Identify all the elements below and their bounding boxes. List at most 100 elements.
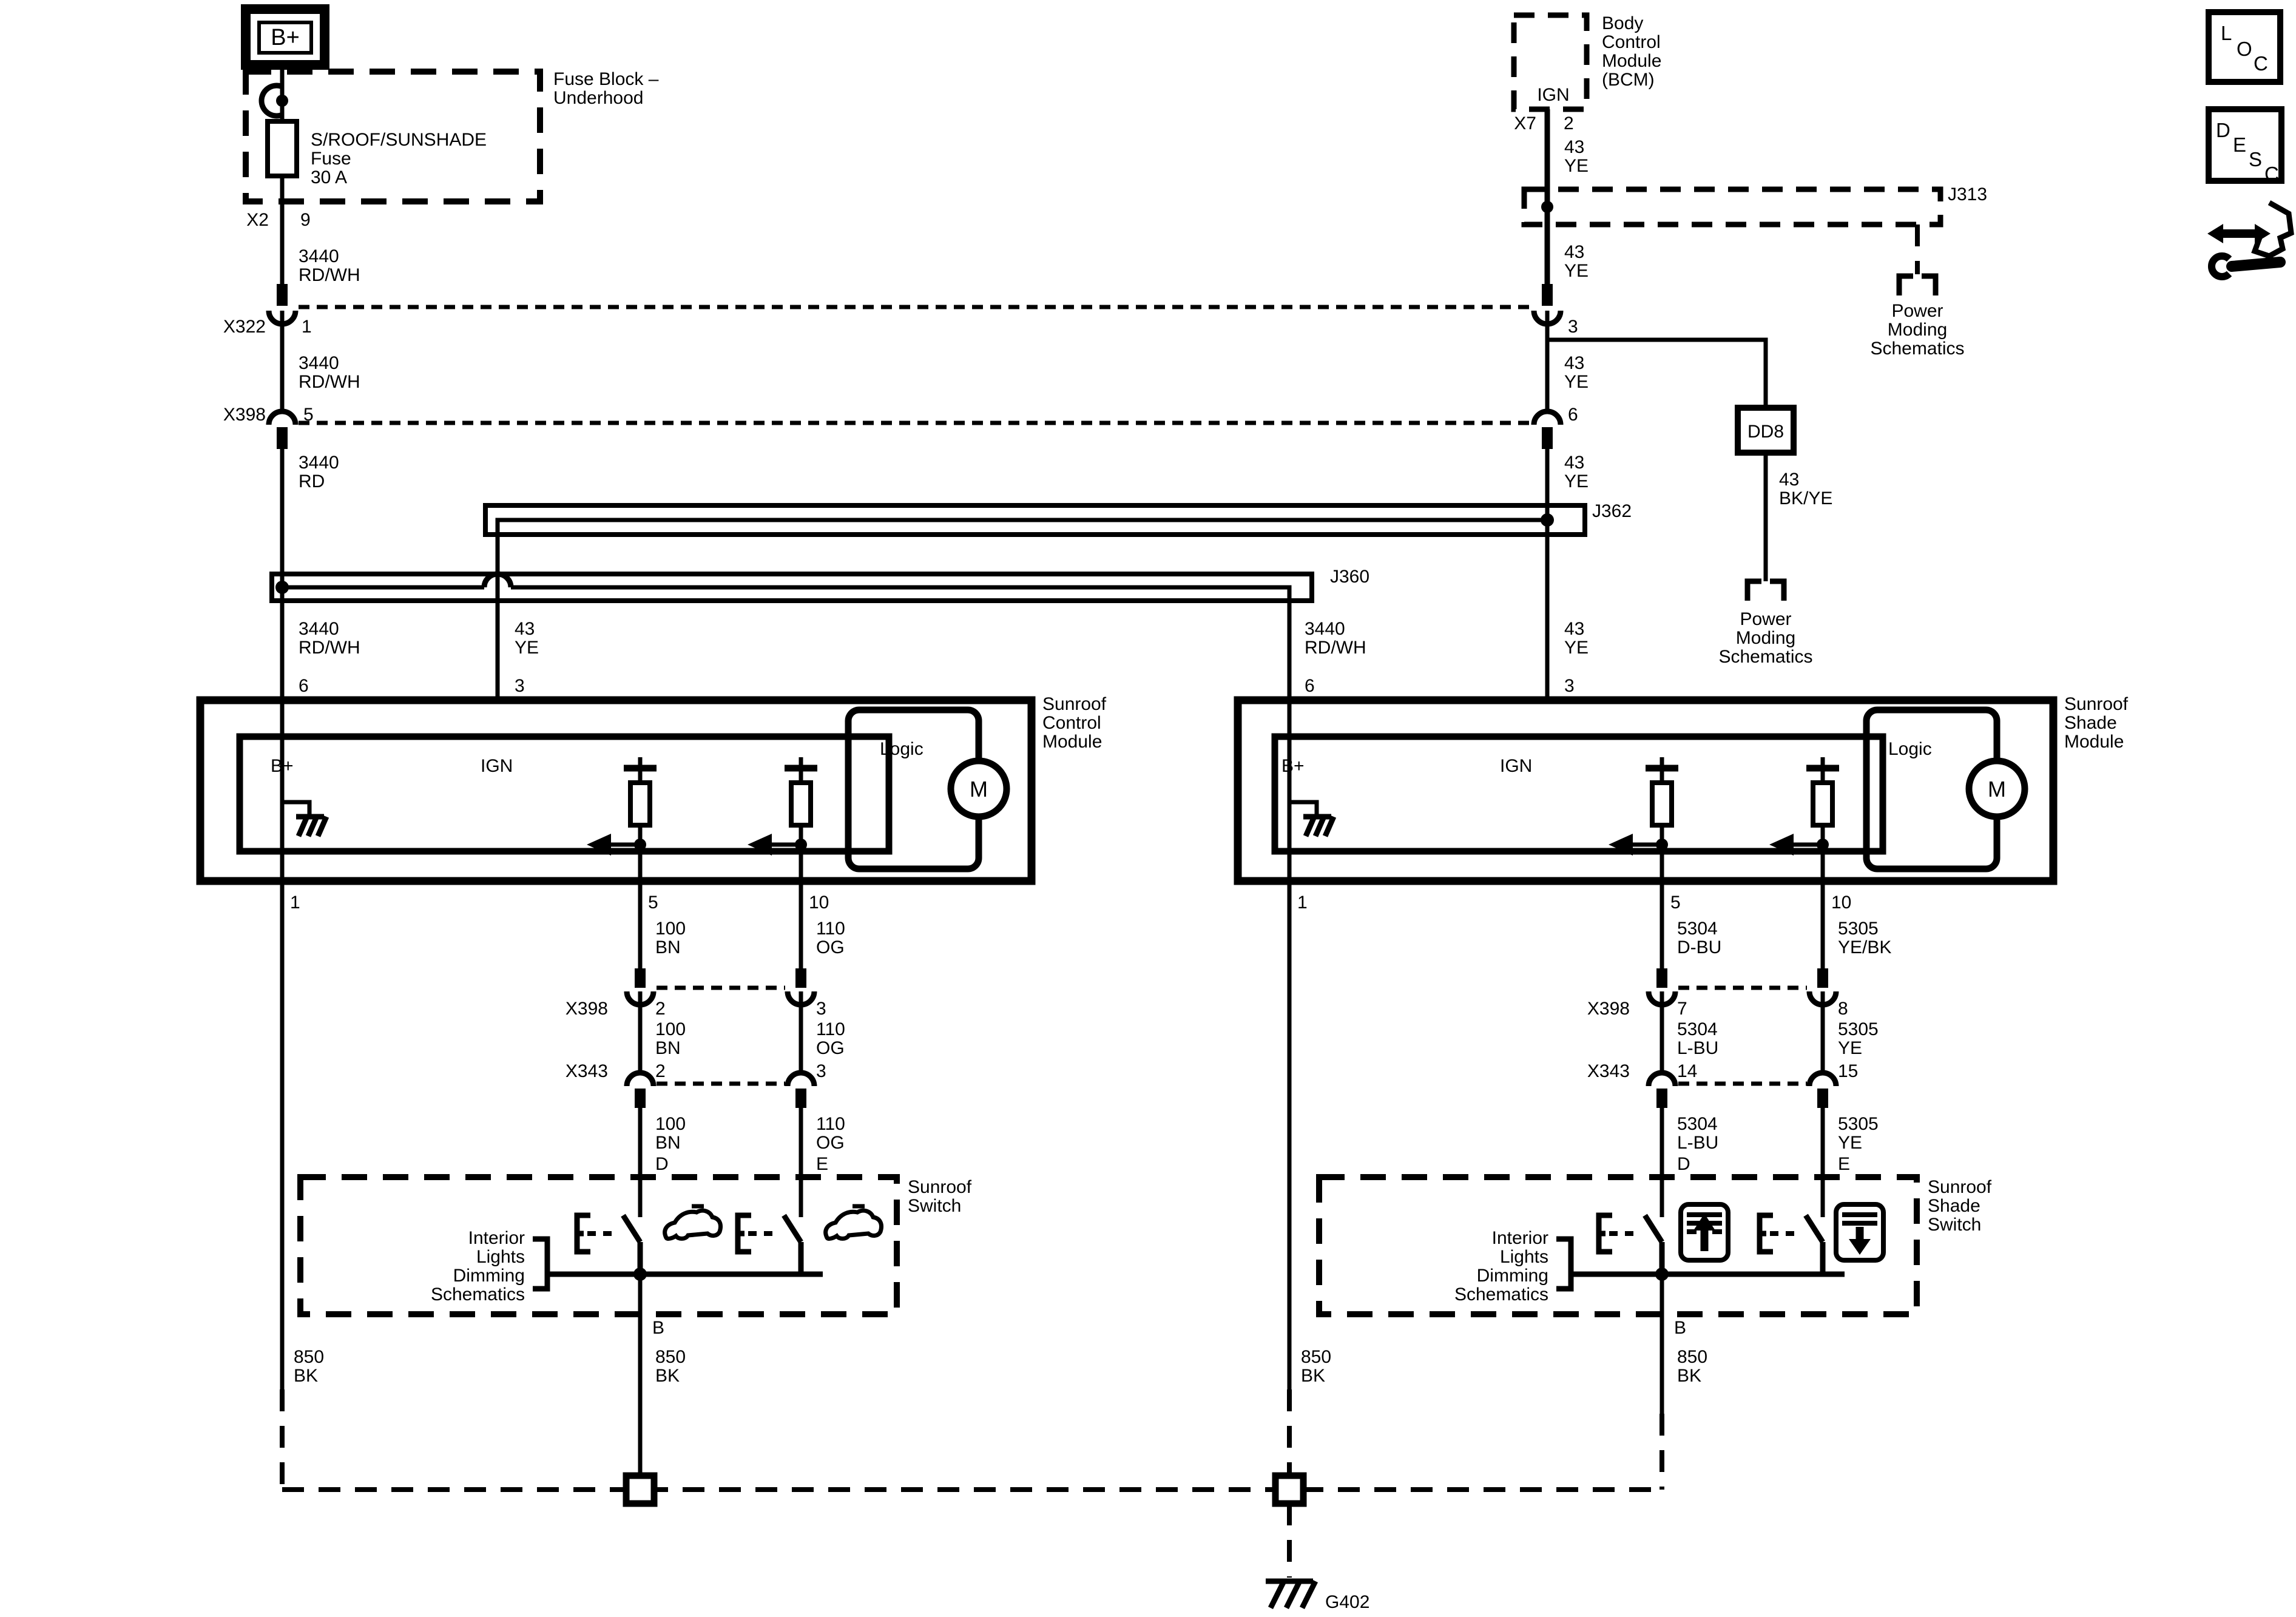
pin-1-label: 1 xyxy=(1297,893,1308,913)
wire-circuit: 5304 xyxy=(1677,1114,1718,1134)
connector-socket xyxy=(1531,408,1564,425)
connector-x322-label: X322 xyxy=(223,317,266,337)
pin-5-label: 5 xyxy=(648,893,658,913)
wire-color: OG xyxy=(816,937,845,957)
shade-close-icon xyxy=(1834,1202,1886,1263)
pin-b-label: B xyxy=(1674,1318,1686,1338)
wire-color: BN xyxy=(655,1038,681,1058)
ign-terminal: IGN xyxy=(481,756,513,776)
wire-color: RD/WH xyxy=(299,372,360,392)
loc-letter-c: C xyxy=(2254,52,2268,75)
wire-color: OG xyxy=(816,1133,845,1153)
fuse-block-title2: Underhood xyxy=(553,88,643,108)
power-moding-ref: Power xyxy=(1891,301,1943,321)
wire-color: YE xyxy=(1564,372,1589,392)
fuse-block-title: Fuse Block – xyxy=(553,69,659,89)
pin-9-label: 9 xyxy=(300,210,311,230)
pin-8-label: 8 xyxy=(1838,999,1848,1019)
fuse-block-outline xyxy=(243,69,543,204)
wire-circuit: 5305 xyxy=(1838,1019,1879,1039)
pin-1-label: 1 xyxy=(302,317,312,337)
wire-color: D-BU xyxy=(1677,937,1721,957)
module-title3: Module xyxy=(1042,732,1102,752)
wrench-handle xyxy=(2226,257,2286,272)
sunroof-control-module: M B+ IGN Logic Sunroof Control Module xyxy=(196,694,1107,968)
offpage-bracket-icon xyxy=(1556,1236,1574,1292)
loc-letter-l: L xyxy=(2221,22,2232,44)
switch-blade[interactable] xyxy=(621,1214,643,1244)
loc-box[interactable] xyxy=(2206,9,2283,85)
connector-socket xyxy=(1646,1070,1678,1087)
detent-e-icon xyxy=(735,1212,751,1255)
connector-x7-label: X7 xyxy=(1514,113,1536,133)
pin-e-label: E xyxy=(816,1154,828,1174)
wire-circuit: 43 xyxy=(1564,242,1584,262)
wire-circuit: 100 xyxy=(655,1114,686,1134)
fuse-icon xyxy=(265,119,299,178)
pin-b-label: B xyxy=(652,1318,664,1338)
desc-button[interactable]: D E S C xyxy=(2206,106,2284,185)
wire-circuit: 3440 xyxy=(299,619,339,639)
switch-title3: Switch xyxy=(1928,1215,1981,1235)
module-inner-box xyxy=(236,733,893,855)
module-title2: Control xyxy=(1042,713,1101,733)
junction-dot xyxy=(275,581,289,594)
pin-5-label: 5 xyxy=(303,405,314,425)
page-outline-shape xyxy=(2251,200,2294,259)
desc-box[interactable] xyxy=(2206,106,2284,184)
j362-inner-wire xyxy=(495,518,1547,700)
module-title: Sunroof xyxy=(2064,694,2129,714)
dimming-ref: Interior xyxy=(1492,1228,1548,1248)
dd8-label: DD8 xyxy=(1747,422,1784,442)
logic-label: Logic xyxy=(880,739,923,759)
switch-blade[interactable] xyxy=(782,1214,803,1244)
wire-circuit: 43 xyxy=(1779,470,1799,490)
wire-circuit: 43 xyxy=(1564,453,1584,473)
chassis-ground-icon xyxy=(295,814,329,837)
j360-outline xyxy=(269,572,1314,603)
wire-circuit: 3440 xyxy=(299,453,339,473)
pin-5-label: 5 xyxy=(1670,893,1681,913)
desc-letter-e: E xyxy=(2233,133,2246,156)
dimming-ref3: Dimming xyxy=(1477,1266,1548,1286)
wire-circuit: 850 xyxy=(1301,1347,1331,1367)
resistor-icon xyxy=(628,780,652,828)
connector-pin xyxy=(1817,1089,1828,1108)
dimming-ref3: Dimming xyxy=(453,1266,525,1286)
connector-pin xyxy=(277,427,288,449)
battery-feed: B+ xyxy=(241,4,329,121)
b-plus-box-inner xyxy=(257,21,313,55)
wire-circuit: 43 xyxy=(515,619,535,639)
fuse-block-underhood: S/ROOF/SUNSHADE Fuse 30 A Fuse Block – U… xyxy=(243,69,659,230)
j360-label: J360 xyxy=(1330,567,1369,587)
arrow-left-head xyxy=(2207,224,2223,243)
g402-label: G402 xyxy=(1325,1592,1369,1612)
fuse-type: Fuse xyxy=(311,149,351,169)
wire-color: L-BU xyxy=(1677,1038,1718,1058)
desc-letter-d: D xyxy=(2216,119,2230,141)
pin-d-label: D xyxy=(655,1154,669,1174)
splice-box xyxy=(623,1472,658,1507)
wire-color: L-BU xyxy=(1677,1133,1718,1153)
resistor-icon xyxy=(1650,780,1674,828)
power-moding-ref2: Moding xyxy=(1736,628,1795,648)
signal-arrow-icon xyxy=(587,834,611,856)
power-moding-ref: Power xyxy=(1740,609,1791,629)
switch-blade[interactable] xyxy=(1803,1214,1825,1244)
switch-blade[interactable] xyxy=(1643,1214,1664,1244)
wire-circuit: 850 xyxy=(1677,1347,1707,1367)
switch-outline xyxy=(297,1174,900,1317)
sunroof-car-icon xyxy=(823,1208,883,1241)
wire-branch-dd8 xyxy=(1547,337,1768,408)
schematic-navigation-wrench-icon[interactable] xyxy=(2207,200,2294,280)
j313-splice-pack-outline xyxy=(1521,186,1943,228)
wire-circuit: 100 xyxy=(655,1019,686,1039)
wire-color: BK/YE xyxy=(1779,488,1832,508)
switch-title: Sunroof xyxy=(908,1177,972,1197)
bcm-title: Body xyxy=(1602,13,1643,33)
loc-button[interactable]: L O C xyxy=(2206,9,2283,85)
motor-label: M xyxy=(970,777,988,802)
connector-socket xyxy=(624,1070,657,1087)
pin-6-label: 6 xyxy=(299,676,309,696)
